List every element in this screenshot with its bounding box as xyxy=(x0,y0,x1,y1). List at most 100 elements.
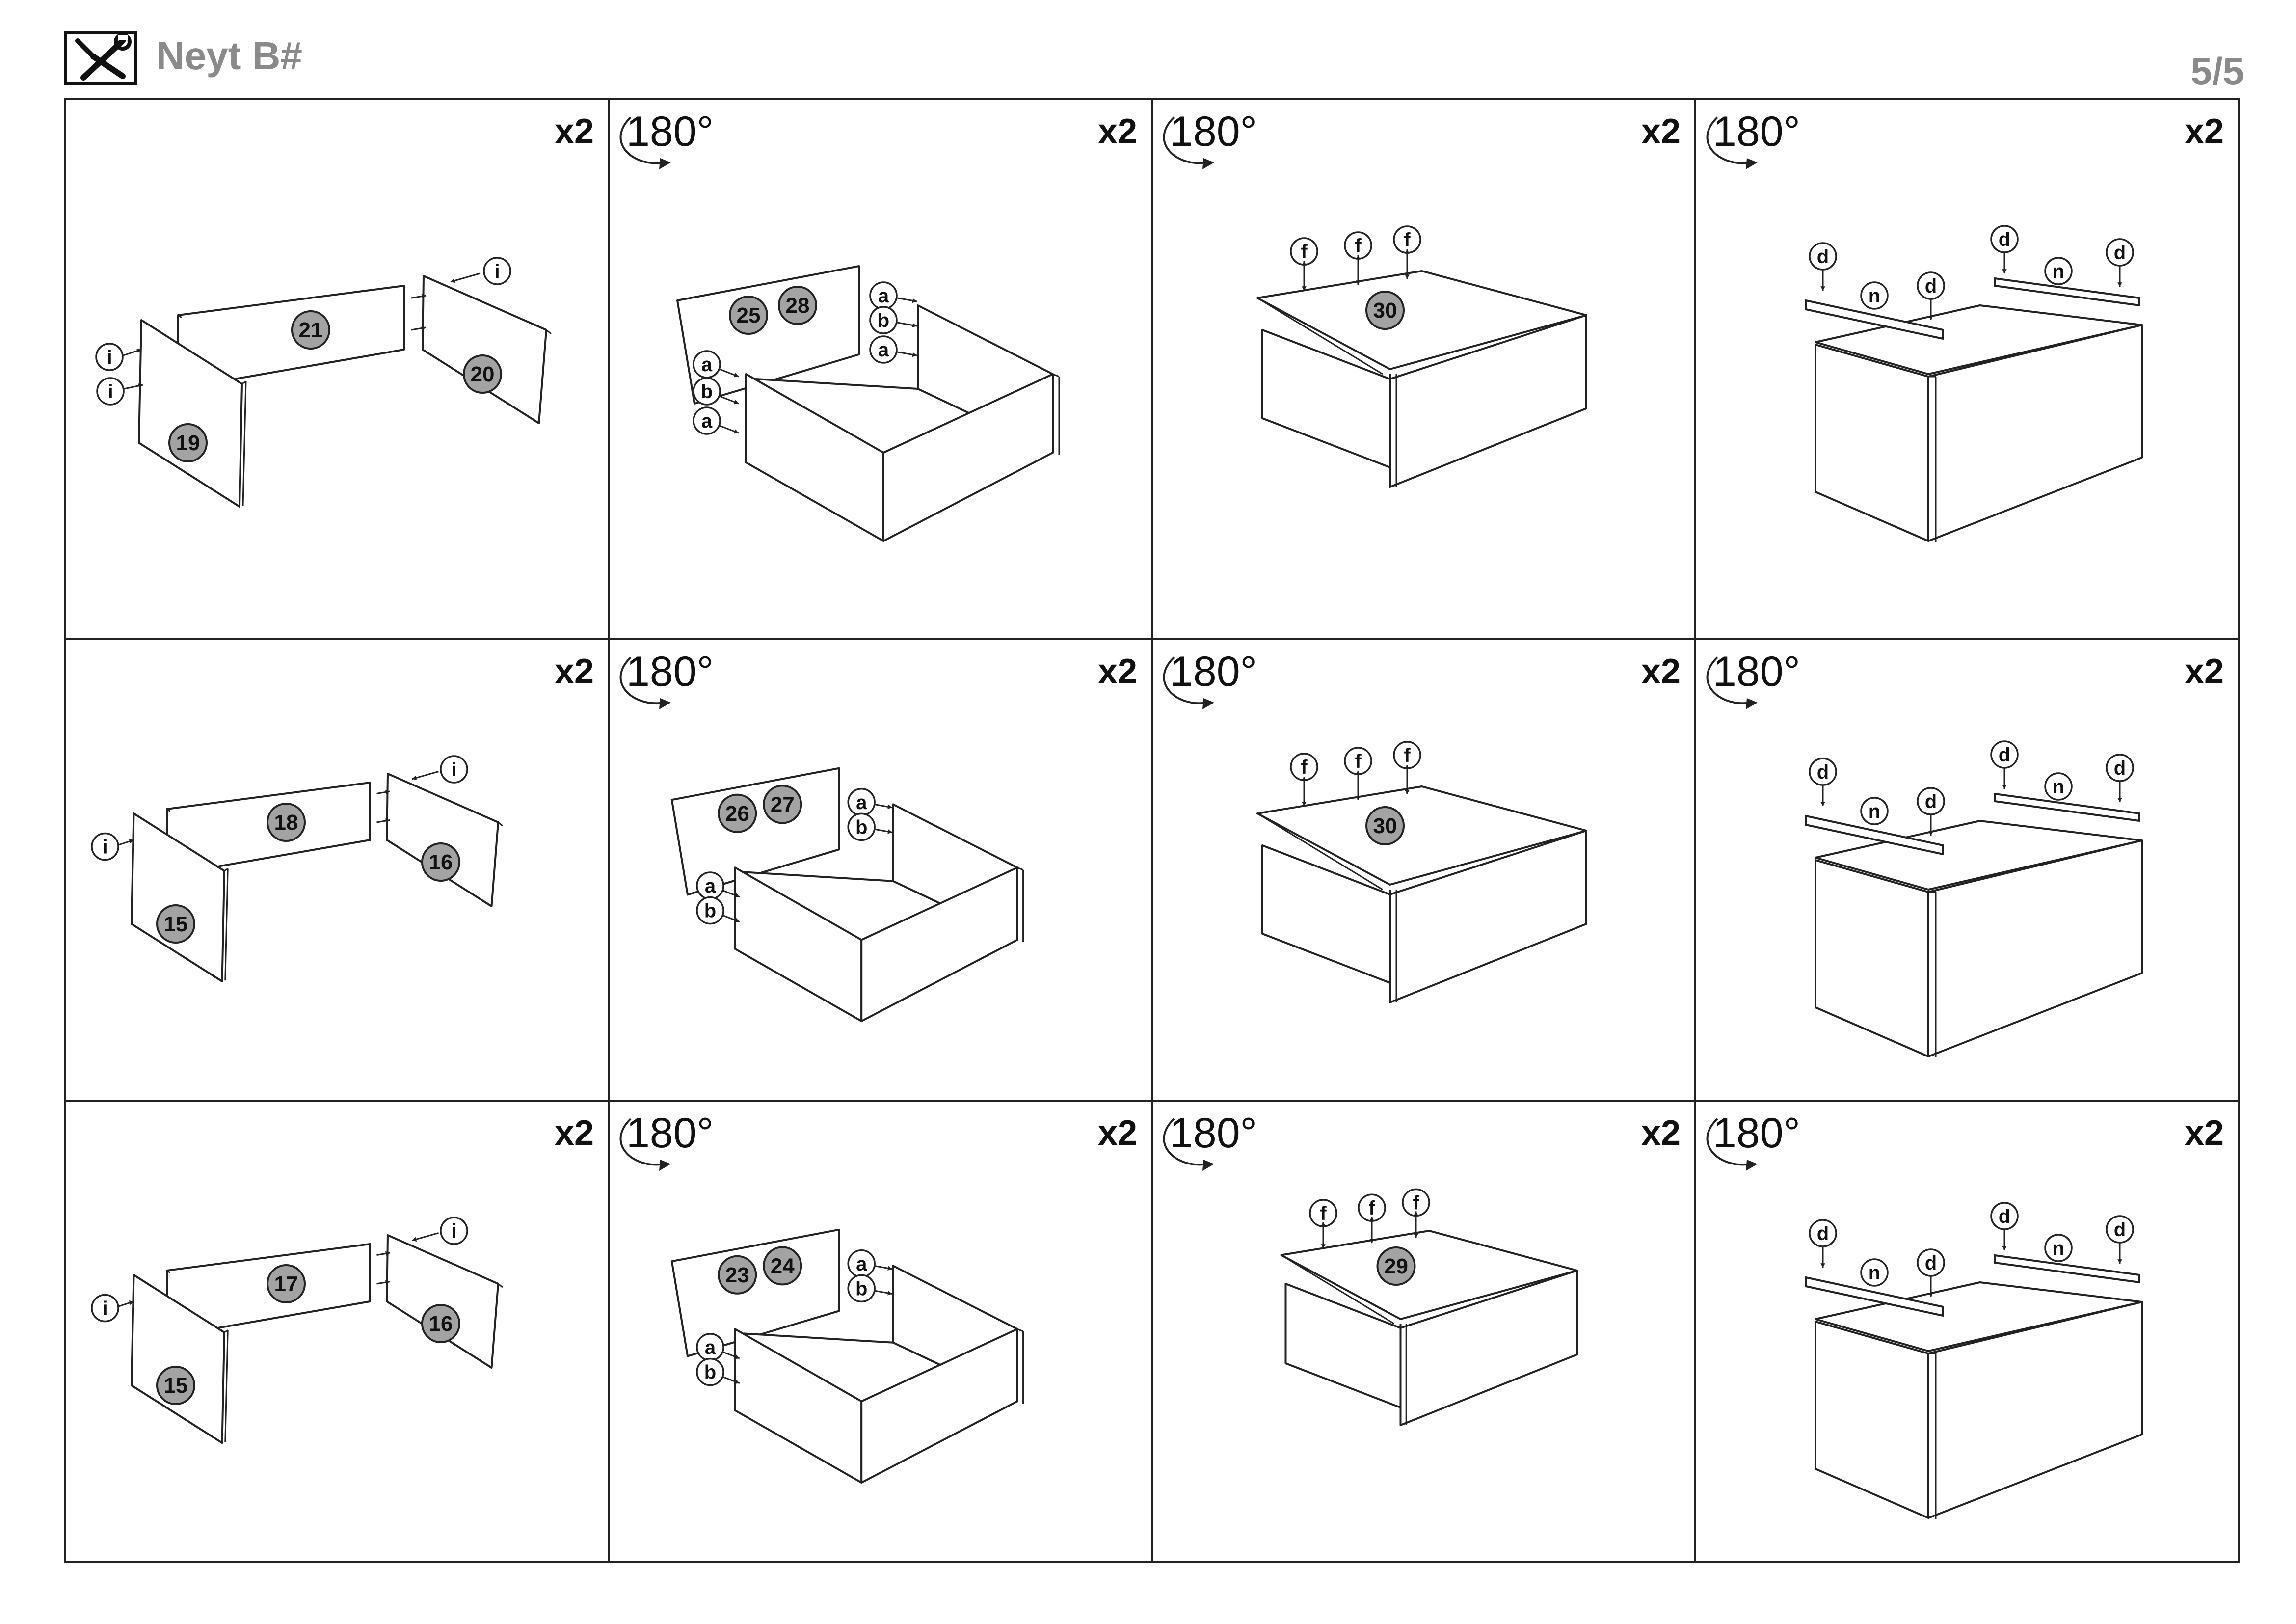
part-number-label: 23 xyxy=(725,1263,749,1287)
bottom-panel xyxy=(1256,270,1587,370)
front-board xyxy=(131,812,225,982)
part-number-label: 21 xyxy=(299,318,323,342)
quantity-label: x2 xyxy=(555,652,594,691)
rotate-arrow-head xyxy=(659,1160,671,1171)
arrow-head xyxy=(887,829,892,834)
drawer-left-side xyxy=(1815,859,1929,1057)
rotate-arrow-icon xyxy=(619,1118,661,1166)
box-right-panel xyxy=(860,1328,1018,1484)
arrow-head xyxy=(2117,1259,2122,1264)
fitting-label: d xyxy=(1999,744,2010,766)
rotate-arrow-icon xyxy=(619,116,661,164)
fitting-label: a xyxy=(856,1253,867,1275)
right-board xyxy=(386,773,499,907)
arrow-head xyxy=(138,383,143,388)
fitting-badge xyxy=(696,896,724,925)
arrow-head xyxy=(912,298,917,303)
arrow-head xyxy=(1356,255,1361,260)
fitting-badge xyxy=(1917,787,1945,815)
drawer-left-side xyxy=(1815,344,1929,542)
fitting-label: b xyxy=(878,310,889,331)
fitting-badge xyxy=(91,832,119,861)
arrow-head xyxy=(451,278,455,283)
fitting-badge xyxy=(91,1294,119,1323)
arrow-head xyxy=(421,325,426,331)
bottom-panel xyxy=(1280,1230,1578,1320)
part-number-label: 19 xyxy=(176,431,200,455)
rotation-label: 180° xyxy=(626,648,714,695)
drawer-runner xyxy=(1805,815,1944,855)
fitting-label: i xyxy=(451,1220,456,1242)
part-number-label: 29 xyxy=(1384,1254,1408,1278)
arrow-head xyxy=(385,1280,390,1285)
box-right-panel xyxy=(860,866,1018,1022)
fitting-badge xyxy=(1809,758,1837,786)
quantity-label: x2 xyxy=(1641,112,1681,151)
right-board xyxy=(422,275,547,424)
arrow-head xyxy=(887,1291,892,1296)
fitting-label: a xyxy=(705,1337,716,1358)
fitting-badge xyxy=(696,1357,724,1386)
fitting-badge xyxy=(1809,1219,1837,1247)
part-number-badge xyxy=(421,842,460,882)
arrow-head xyxy=(1414,1233,1418,1238)
part-number-label: 26 xyxy=(725,802,749,826)
part-number-label: 27 xyxy=(771,792,795,816)
arrow-head xyxy=(1302,777,1307,781)
quantity-label: x2 xyxy=(2185,112,2224,151)
fitting-label: f xyxy=(1320,1203,1327,1224)
fitting-label: b xyxy=(701,381,713,403)
fitting-badge xyxy=(869,306,898,334)
arrow-head xyxy=(1356,280,1361,285)
rotate-arrow-head xyxy=(659,158,671,169)
fitting-label: b xyxy=(855,816,867,838)
fitting-label: b xyxy=(704,900,716,922)
quantity-label: x2 xyxy=(1098,112,1137,151)
quantity-label: x2 xyxy=(1641,652,1681,691)
fitting-badge xyxy=(2106,238,2134,267)
fitting-label: a xyxy=(878,285,889,307)
drawer-runner xyxy=(1994,1254,2140,1283)
fitting-label: n xyxy=(2053,261,2064,282)
arrow-head xyxy=(887,804,892,810)
fitting-badge xyxy=(2106,754,2134,782)
right-board xyxy=(386,1234,499,1369)
arrow-head xyxy=(2117,282,2122,287)
fitting-badge xyxy=(869,335,898,364)
quantity-label: x2 xyxy=(555,112,594,151)
part-number-label: 28 xyxy=(786,294,810,318)
fitting-badge xyxy=(1860,797,1889,825)
fitting-label: b xyxy=(855,1278,867,1299)
drawer-top xyxy=(1815,1281,2143,1352)
arrow-head xyxy=(912,352,917,357)
part-number-badge xyxy=(421,1304,460,1343)
quantity-label: x2 xyxy=(1098,1113,1137,1153)
front-board xyxy=(138,319,243,508)
fitting-label: d xyxy=(1999,229,2010,250)
part-number-badge xyxy=(1365,291,1405,330)
fitting-badge xyxy=(2044,772,2073,801)
part-number-label: 24 xyxy=(771,1254,795,1278)
part-number-label: 15 xyxy=(164,912,188,936)
rotate-arrow-head xyxy=(1746,158,1758,169)
rotate-arrow-head xyxy=(1746,1160,1758,1171)
arrow-head xyxy=(2002,785,2007,789)
rotate-arrow-icon xyxy=(1706,656,1747,704)
fitting-label: i xyxy=(107,347,112,368)
fitting-label: a xyxy=(701,354,713,376)
part-number-badge xyxy=(718,793,757,833)
fitting-badge xyxy=(693,406,721,435)
fitting-badge xyxy=(2106,1215,2134,1244)
rotate-arrow-head xyxy=(1202,698,1214,709)
fitting-label: n xyxy=(1869,801,1880,822)
rotate-arrow-icon xyxy=(619,656,661,704)
fitting-badge xyxy=(1990,1202,2019,1230)
rotate-arrow-icon xyxy=(1163,656,1204,704)
fitting-label: d xyxy=(1925,275,1937,297)
fitting-label: f xyxy=(1413,1192,1419,1214)
part-number-label: 20 xyxy=(471,362,495,386)
fitting-badge xyxy=(1917,271,1945,300)
